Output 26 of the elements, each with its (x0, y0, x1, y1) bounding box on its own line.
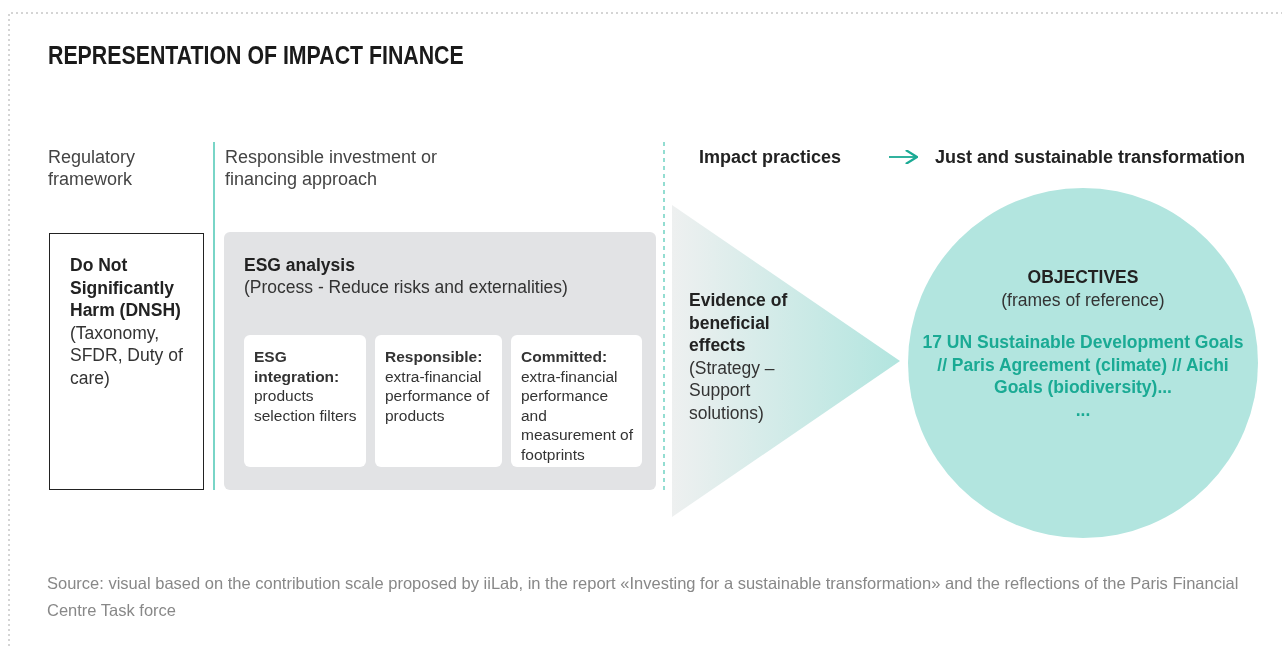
column-heading: Impact practices (699, 147, 842, 167)
approach-card (511, 335, 642, 467)
card-text: Committed: extra-financial performance and measurement of footprints (521, 347, 634, 464)
circle-heading: OBJECTIVES (1026, 266, 1140, 289)
goals-text: 17 UN Sustainable Development Goals // Paris Agreement (climate) // Aichi Goals (biodiversity)... (921, 331, 1245, 399)
card-text: ESG integration: products selection filters (254, 347, 358, 425)
triangle-heading: Evidence of beneficial effects (689, 289, 789, 357)
effects-triangle (672, 205, 900, 517)
approach-card (244, 335, 366, 467)
arrow (888, 148, 919, 166)
goals-text: ... (1074, 398, 1092, 421)
analysis-panel (224, 232, 656, 490)
approach-card (375, 335, 502, 467)
panel-heading: ESG analysis (244, 254, 355, 276)
card-text: Responsible: extra-financial performance of products (385, 347, 491, 425)
box-heading: Do Not Significantly Harm (DNSH) (70, 254, 182, 322)
regulation-box (49, 233, 204, 490)
circle-subheading: (frames of reference) (1000, 288, 1166, 311)
column-heading: Just and sustainable transformation (934, 147, 1246, 167)
column-heading: Regulatory framework (48, 146, 137, 190)
column-heading: Responsible investment or financing approach (225, 146, 439, 190)
triangle-text: (Strategy – Support solutions) (689, 356, 776, 424)
source-note: Source: visual based on the contribution scale proposed by iiLab, in the report «Investing for a sustainable transformation» and the reflections of the Paris Financial Centre Task force (47, 573, 1240, 621)
panel-text: (Process - Reduce risks and externalities) (244, 276, 568, 298)
box-text: (Taxonomy, SFDR, Duty of care) (70, 321, 184, 389)
diagram-title: REPRESENTATION OF IMPACT FINANCE (48, 40, 464, 71)
